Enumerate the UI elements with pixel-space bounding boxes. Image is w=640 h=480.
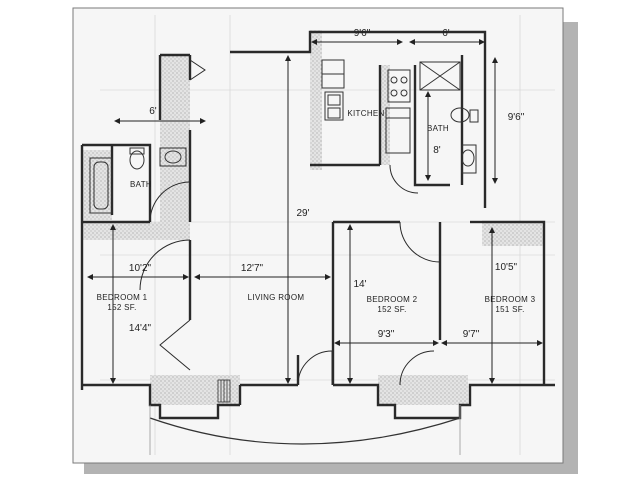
bath-fixtures-left bbox=[89, 147, 187, 214]
dim-bedroom-2-width: 9'3" bbox=[378, 329, 395, 340]
dim-bedroom-1-width: 10'2" bbox=[129, 263, 152, 274]
door-swings bbox=[139, 59, 441, 386]
dim-bath-left-width: 6' bbox=[149, 106, 157, 117]
dim-overall-depth: 29' bbox=[296, 208, 309, 219]
label-bath-left: BATH bbox=[130, 180, 152, 189]
balcony-arc bbox=[149, 417, 461, 445]
dim-kitchen-width: 9'6" bbox=[354, 28, 371, 39]
label-bedroom-2-area: 152 SF. bbox=[377, 305, 406, 314]
label-living-room: LIVING ROOM bbox=[248, 293, 305, 302]
radiator bbox=[217, 379, 231, 403]
label-bedroom-2: BEDROOM 2 bbox=[367, 295, 418, 304]
label-bedroom-1: BEDROOM 1 bbox=[97, 293, 148, 302]
dim-bedroom-3-depth: 10'5" bbox=[495, 262, 518, 273]
wall-hatching bbox=[82, 30, 544, 405]
dim-bedroom-2-depth: 14' bbox=[353, 279, 366, 290]
room-labels: KITCHEN BATH BATH LIVING ROOM BEDROOM 1 … bbox=[97, 109, 536, 314]
dimension-labels: 9'6" 6' 9'6" 8' 6' 29' 10'2" 14'4" 12'7"… bbox=[129, 28, 525, 340]
label-bedroom-1-area: 152 SF. bbox=[107, 303, 136, 312]
label-bedroom-3: BEDROOM 3 bbox=[485, 295, 536, 304]
dim-bath-right-width: 6' bbox=[442, 28, 450, 39]
bath-fixtures-right bbox=[419, 61, 479, 174]
label-bedroom-3-area: 151 SF. bbox=[495, 305, 524, 314]
dim-bedroom-1-depth: 14'4" bbox=[129, 323, 152, 334]
dim-bedroom-3-width: 9'7" bbox=[463, 329, 480, 340]
label-kitchen: KITCHEN bbox=[347, 109, 384, 118]
dim-living-width: 12'7" bbox=[241, 263, 264, 274]
dim-bath-right-inner: 8' bbox=[433, 145, 441, 156]
dimension-lines bbox=[87, 39, 543, 384]
label-bath-right: BATH bbox=[427, 124, 449, 133]
dim-bath-right-depth: 9'6" bbox=[508, 112, 525, 123]
kitchen-fixtures bbox=[321, 59, 411, 154]
